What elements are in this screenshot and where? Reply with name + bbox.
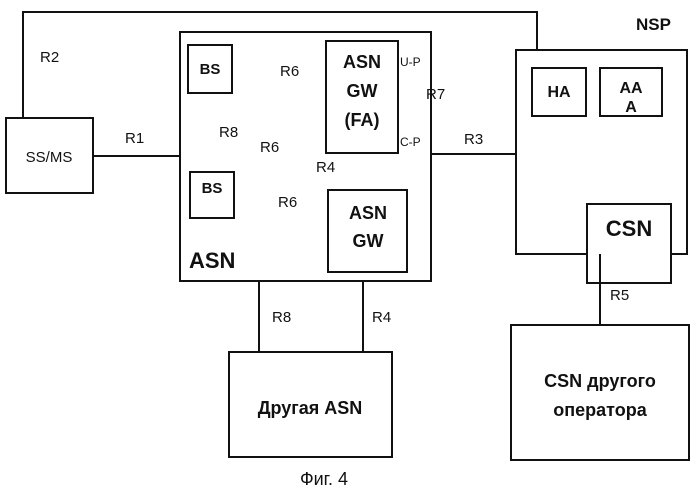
asn-gw-fa-line-1: ASN bbox=[343, 52, 381, 72]
other-csn-line-2: оператора bbox=[553, 400, 647, 420]
ha-label: HA bbox=[547, 84, 571, 101]
bs-bottom-label: BS bbox=[202, 180, 223, 197]
r7-label: R7 bbox=[426, 86, 445, 103]
c-p-label: C-P bbox=[400, 135, 421, 149]
ssms-label: SS/MS bbox=[26, 149, 73, 166]
r6-cross-label: R6 bbox=[260, 139, 279, 156]
r8-bs-label: R8 bbox=[219, 124, 238, 141]
u-p-label: U-P bbox=[400, 55, 421, 69]
aaa-line-2: A bbox=[625, 99, 637, 116]
other-csn-box bbox=[511, 325, 689, 460]
asn-label: ASN bbox=[189, 248, 235, 273]
bs-top-label: BS bbox=[200, 61, 221, 78]
r5-label: R5 bbox=[610, 287, 629, 304]
r3-label: R3 bbox=[464, 131, 483, 148]
r2-label: R2 bbox=[40, 49, 59, 66]
other-asn-label: Другая ASN bbox=[258, 398, 363, 418]
asn-gw-line-2: GW bbox=[353, 231, 384, 251]
asn-gw-line-1: ASN bbox=[349, 203, 387, 223]
asn-gw-fa-line-3: (FA) bbox=[345, 110, 380, 130]
csn-label: CSN bbox=[606, 216, 652, 241]
r1-label: R1 bbox=[125, 130, 144, 147]
asn-gw-fa-line-2: GW bbox=[347, 81, 378, 101]
aaa-line-1: AA bbox=[619, 80, 643, 97]
r4-other-label: R4 bbox=[372, 309, 391, 326]
other-csn-line-1: CSN другого bbox=[544, 371, 656, 391]
r6-bottom-label: R6 bbox=[278, 194, 297, 211]
r8-other-label: R8 bbox=[272, 309, 291, 326]
figure-caption: Фиг. 4 bbox=[300, 469, 348, 489]
r4-gw-label: R4 bbox=[316, 159, 335, 176]
r6-top-label: R6 bbox=[280, 63, 299, 80]
nsp-label: NSP bbox=[636, 15, 671, 34]
